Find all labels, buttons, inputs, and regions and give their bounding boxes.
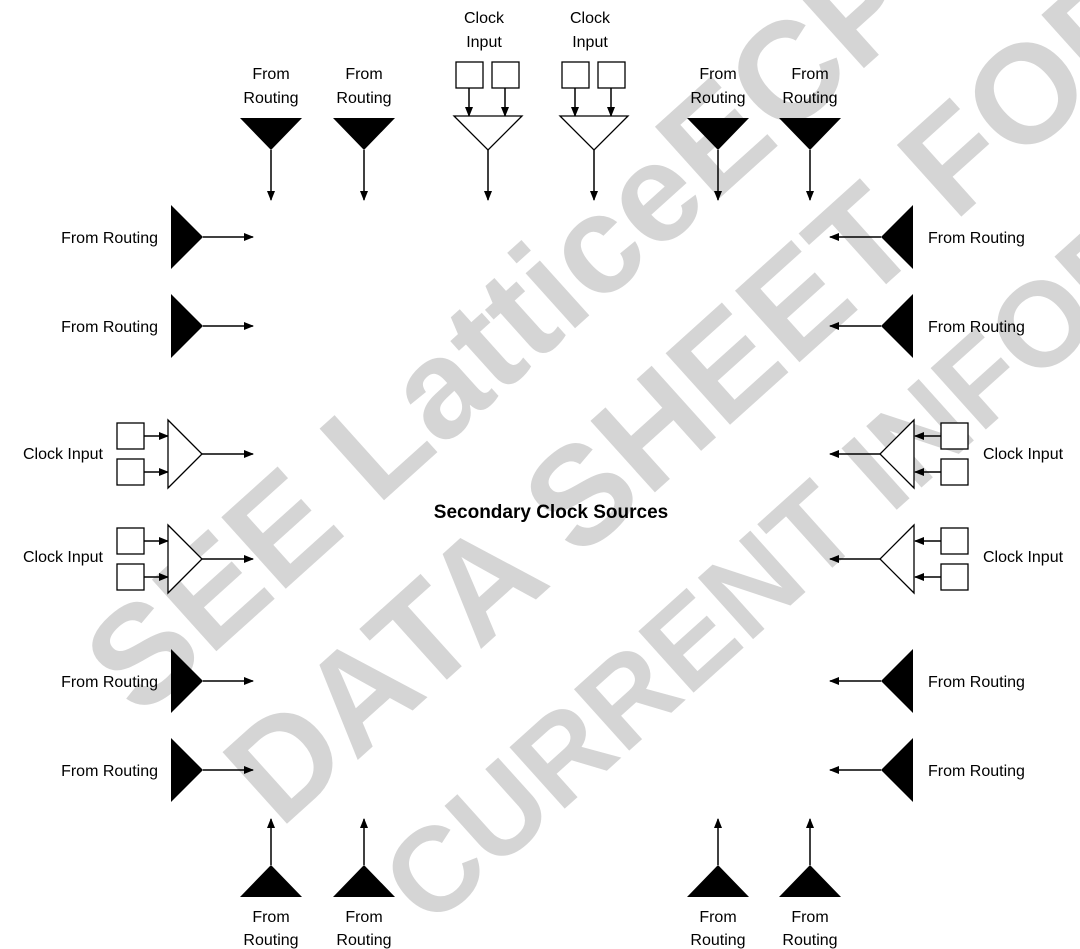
right-routing-3-label: From Routing xyxy=(928,674,1025,691)
clock-buffer-triangle-icon xyxy=(558,115,630,151)
clock-pad-icon xyxy=(455,61,484,89)
clock-buffer-triangle-icon xyxy=(167,523,203,595)
clock-pad-icon xyxy=(491,61,520,89)
clock-buffer-triangle-icon xyxy=(879,418,915,490)
top-routing-driver-4: From Routing xyxy=(779,66,841,201)
clock-pad-icon xyxy=(116,458,145,486)
bottom-routing-3-label-routing: Routing xyxy=(690,932,745,949)
routing-triangle-icon xyxy=(881,205,913,269)
left-routing-driver-3: From Routing xyxy=(61,649,254,713)
left-clock-1-label: Clock Input xyxy=(23,446,104,463)
top-routing-3-label-routing: Routing xyxy=(690,90,745,107)
clock-pad-icon xyxy=(940,527,969,555)
clock-buffer-triangle-icon xyxy=(167,418,203,490)
left-clock-input-1: Clock Input xyxy=(23,418,254,490)
right-clock-1-label: Clock Input xyxy=(983,446,1064,463)
clock-pad-icon xyxy=(116,422,145,450)
watermark: SEE LatticeECP3-EA DATA SHEET FOR CURREN… xyxy=(55,0,1080,949)
left-routing-1-label: From Routing xyxy=(61,230,158,247)
top-clock-1-label-input: Input xyxy=(466,34,502,51)
routing-triangle-icon xyxy=(779,118,841,150)
bottom-routing-1-label-routing: Routing xyxy=(243,932,298,949)
bottom-routing-4-label-routing: Routing xyxy=(782,932,837,949)
top-routing-driver-2: From Routing xyxy=(333,66,395,201)
bottom-routing-1-label-from: From xyxy=(252,909,289,926)
top-clock-1-label-clock: Clock xyxy=(464,10,505,27)
clock-pad-icon xyxy=(940,458,969,486)
top-routing-1-label-routing: Routing xyxy=(243,90,298,107)
routing-triangle-icon xyxy=(687,118,749,150)
routing-triangle-icon xyxy=(333,865,395,897)
top-clock-input-1: Clock Input xyxy=(452,10,524,201)
clock-buffer-triangle-icon xyxy=(452,115,524,151)
clock-pad-icon xyxy=(940,422,969,450)
left-routing-driver-4: From Routing xyxy=(61,738,254,802)
left-routing-driver-1: From Routing xyxy=(61,205,254,269)
bottom-routing-2-label-from: From xyxy=(345,909,382,926)
right-clock-input-2: Clock Input xyxy=(829,523,1064,595)
left-clock-2-label: Clock Input xyxy=(23,549,104,566)
left-routing-driver-2: From Routing xyxy=(61,294,254,358)
right-routing-driver-2: From Routing xyxy=(829,294,1025,358)
routing-triangle-icon xyxy=(687,865,749,897)
top-routing-4-label-routing: Routing xyxy=(782,90,837,107)
routing-triangle-icon xyxy=(881,738,913,802)
routing-triangle-icon xyxy=(171,294,203,358)
bottom-routing-3-label-from: From xyxy=(699,909,736,926)
routing-triangle-icon xyxy=(240,118,302,150)
routing-triangle-icon xyxy=(881,294,913,358)
routing-triangle-icon xyxy=(171,205,203,269)
routing-triangle-icon xyxy=(171,649,203,713)
top-routing-driver-3: From Routing xyxy=(687,66,749,201)
clock-pad-icon xyxy=(116,527,145,555)
routing-triangle-icon xyxy=(881,649,913,713)
bottom-routing-driver-3: From Routing xyxy=(687,818,749,949)
top-routing-driver-1: From Routing xyxy=(240,66,302,201)
bottom-routing-driver-1: From Routing xyxy=(240,818,302,949)
routing-triangle-icon xyxy=(171,738,203,802)
right-routing-driver-3: From Routing xyxy=(829,649,1025,713)
clock-pad-icon xyxy=(116,563,145,591)
top-routing-2-label-routing: Routing xyxy=(336,90,391,107)
bottom-routing-driver-2: From Routing xyxy=(333,818,395,949)
right-routing-2-label: From Routing xyxy=(928,319,1025,336)
right-routing-1-label: From Routing xyxy=(928,230,1025,247)
diagram-title: Secondary Clock Sources xyxy=(434,502,668,523)
right-routing-4-label: From Routing xyxy=(928,763,1025,780)
top-routing-4-label-from: From xyxy=(791,66,828,83)
left-routing-3-label: From Routing xyxy=(61,674,158,691)
left-routing-2-label: From Routing xyxy=(61,319,158,336)
clock-pad-icon xyxy=(561,61,590,89)
left-clock-input-2: Clock Input xyxy=(23,523,254,595)
left-routing-4-label: From Routing xyxy=(61,763,158,780)
clock-pad-icon xyxy=(940,563,969,591)
right-routing-driver-1: From Routing xyxy=(829,205,1025,269)
clock-buffer-triangle-icon xyxy=(879,523,915,595)
clock-pad-icon xyxy=(597,61,626,89)
top-clock-2-label-clock: Clock xyxy=(570,10,611,27)
top-routing-3-label-from: From xyxy=(699,66,736,83)
top-routing-2-label-from: From xyxy=(345,66,382,83)
routing-triangle-icon xyxy=(333,118,395,150)
bottom-routing-4-label-from: From xyxy=(791,909,828,926)
top-routing-1-label-from: From xyxy=(252,66,289,83)
bottom-routing-driver-4: From Routing xyxy=(779,818,841,949)
bottom-routing-2-label-routing: Routing xyxy=(336,932,391,949)
right-clock-input-1: Clock Input xyxy=(829,418,1064,490)
top-clock-input-2: Clock Input xyxy=(558,10,630,201)
right-routing-driver-4: From Routing xyxy=(829,738,1025,802)
top-clock-2-label-input: Input xyxy=(572,34,608,51)
routing-triangle-icon xyxy=(779,865,841,897)
right-clock-2-label: Clock Input xyxy=(983,549,1064,566)
routing-triangle-icon xyxy=(240,865,302,897)
